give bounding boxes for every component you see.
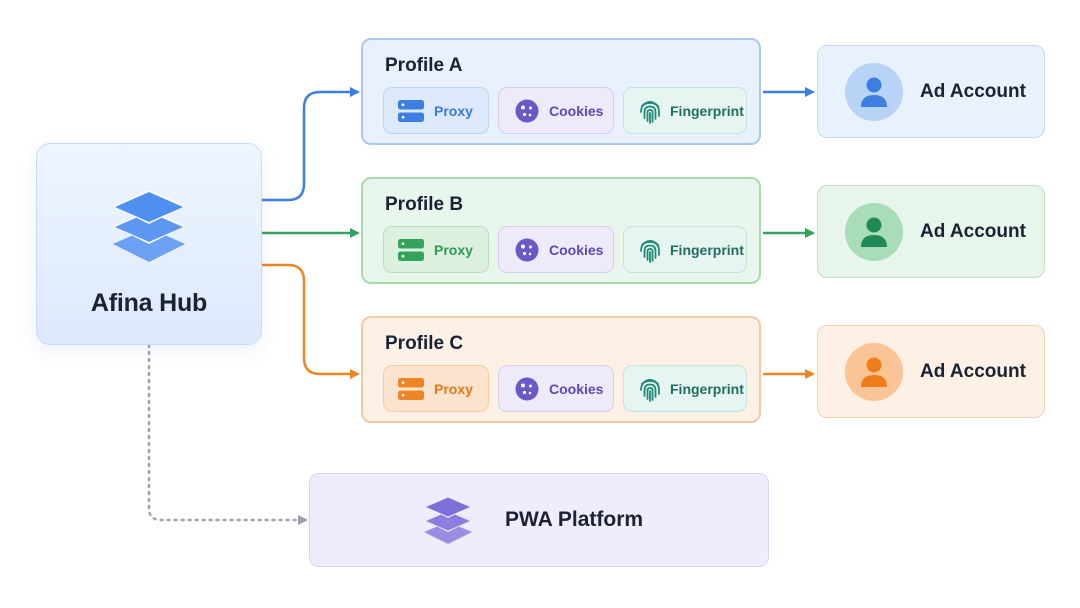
pwa-title: PWA Platform <box>505 508 644 531</box>
profile-c-card: Profile C Proxy Cookies Fingerprint <box>361 316 761 423</box>
proxy-label: Proxy <box>434 102 473 119</box>
server-icon <box>398 99 424 122</box>
fingerprint-icon <box>638 376 662 402</box>
afina-hub-node: Afina Hub <box>36 143 262 345</box>
cookies-label: Cookies <box>549 241 604 258</box>
fingerprint-label: Fingerprint <box>670 102 744 119</box>
profile-title: Profile B <box>385 194 464 215</box>
fingerprint-label: Fingerprint <box>670 380 744 397</box>
connector-hub-profile-a <box>262 87 360 202</box>
profile-title: Profile C <box>385 333 464 354</box>
user-icon <box>845 342 903 401</box>
proxy-label: Proxy <box>434 241 473 258</box>
cookies-label: Cookies <box>549 380 604 397</box>
layers-icon <box>109 184 189 273</box>
server-icon <box>398 238 424 261</box>
cookies-label: Cookies <box>549 102 604 119</box>
layers-icon <box>422 493 474 547</box>
ad-account-card-b: Ad Account <box>817 185 1045 278</box>
connector-hub-profile-c <box>262 263 360 379</box>
fingerprint-chip: Fingerprint <box>623 87 747 134</box>
server-icon <box>398 377 424 400</box>
hub-title: Afina Hub <box>90 289 208 317</box>
profile-b-card: Profile B Proxy Cookies Fingerprint <box>361 177 761 284</box>
pwa-platform-node: PWA Platform <box>309 473 769 567</box>
connector-hub-pwa <box>147 343 308 525</box>
cookies-chip: Cookies <box>498 226 614 273</box>
ad-account-card-a: Ad Account <box>817 45 1045 138</box>
proxy-chip: Proxy <box>383 226 489 273</box>
cookies-chip: Cookies <box>498 87 614 134</box>
ad-account-label: Ad Account <box>920 220 1026 242</box>
proxy-chip: Proxy <box>383 365 489 412</box>
cookie-icon <box>515 99 539 123</box>
cookie-icon <box>515 377 539 401</box>
user-icon <box>845 62 903 121</box>
proxy-label: Proxy <box>434 380 473 397</box>
user-icon <box>845 202 903 261</box>
fingerprint-icon <box>638 237 662 263</box>
ad-account-label: Ad Account <box>920 80 1026 102</box>
profile-title: Profile A <box>385 55 463 76</box>
cookies-chip: Cookies <box>498 365 614 412</box>
ad-account-card-c: Ad Account <box>817 325 1045 418</box>
ad-account-label: Ad Account <box>920 360 1026 382</box>
profile-a-card: Profile A Proxy Cookies Fingerprint <box>361 38 761 145</box>
fingerprint-chip: Fingerprint <box>623 365 747 412</box>
fingerprint-chip: Fingerprint <box>623 226 747 273</box>
proxy-chip: Proxy <box>383 87 489 134</box>
fingerprint-label: Fingerprint <box>670 241 744 258</box>
cookie-icon <box>515 238 539 262</box>
fingerprint-icon <box>638 98 662 124</box>
